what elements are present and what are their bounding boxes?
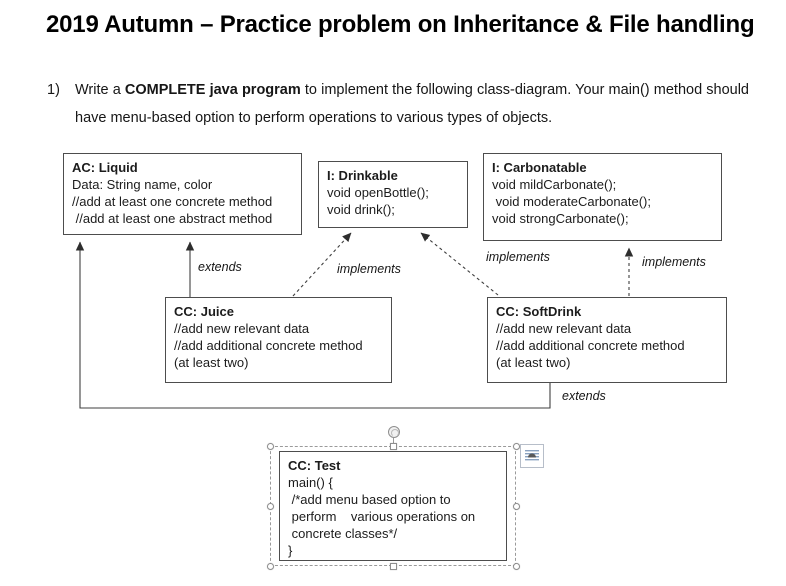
class-box-line: //add additional concrete method (496, 338, 685, 353)
selection-handle-bottom-center[interactable] (390, 563, 397, 570)
class-box-line: concrete classes*/ (288, 526, 398, 541)
extends-arrow-softdrink-liquid[interactable] (75, 241, 551, 409)
class-box-line: //add at least one concrete method (72, 194, 273, 209)
problem-number: 1) (47, 82, 60, 98)
class-box-line: //add at least one abstract method (72, 211, 273, 226)
rotation-handle-icon[interactable] (388, 426, 400, 438)
class-box-test[interactable]: CC: Test main() { /*add menu based optio… (279, 451, 507, 561)
class-box-carbonatable[interactable]: I: Carbonatable void mildCarbonate(); vo… (483, 153, 722, 241)
edge-label-implements: implements (337, 262, 401, 276)
class-box-title: CC: Juice (174, 304, 234, 319)
implements-arrow-juice-drinkable[interactable] (292, 232, 352, 297)
class-box-drinkable[interactable]: I: Drinkable void openBottle(); void dri… (318, 161, 468, 228)
class-box-line: void drink(); (327, 202, 395, 217)
class-box-liquid[interactable]: AC: Liquid Data: String name, color //ad… (63, 153, 302, 235)
edge-label-implements: implements (486, 250, 550, 264)
class-box-title: CC: Test (288, 458, 341, 473)
class-box-softdrink[interactable]: CC: SoftDrink //add new relevant data //… (487, 297, 727, 383)
problem-text-segment: to implement the following class-diagram… (75, 82, 749, 126)
problem-text-bold: COMPLETE java program (124, 82, 301, 98)
class-box-line: perform various operations on (288, 509, 476, 524)
problem-text: Write a COMPLETE java program to impleme… (75, 76, 749, 132)
class-box-line: void strongCarbonate(); (492, 211, 629, 226)
class-box-title: CC: SoftDrink (496, 304, 582, 319)
edge-label-extends: extends (562, 389, 606, 403)
problem-statement: 1) Write a COMPLETE java program to impl… (47, 76, 749, 132)
class-box-line: void moderateCarbonate(); (492, 194, 651, 209)
class-box-title: I: Drinkable (327, 168, 398, 183)
implements-arrow-softdrink-drinkable[interactable] (420, 232, 499, 296)
selection-handle-bottom-right[interactable] (513, 563, 520, 570)
class-box-line: //add new relevant data (496, 321, 632, 336)
class-box-title: I: Carbonatable (492, 160, 587, 175)
class-box-line: main() { (288, 475, 333, 490)
class-box-title: AC: Liquid (72, 160, 138, 175)
layout-options-icon (525, 450, 539, 461)
class-box-line: } (288, 543, 293, 558)
class-box-line: void openBottle(); (327, 185, 429, 200)
class-box-line: (at least two) (496, 355, 571, 370)
selection-handle-top-right[interactable] (513, 443, 520, 450)
class-box-line: /*add menu based option to (288, 492, 451, 507)
edge-label-implements: implements (642, 255, 706, 269)
class-box-line: (at least two) (174, 355, 249, 370)
selection-handle-bottom-left[interactable] (267, 563, 274, 570)
problem-text-segment: Write a (75, 82, 125, 98)
class-box-line: void mildCarbonate(); (492, 177, 617, 192)
layout-options-button[interactable] (520, 444, 544, 468)
class-box-juice[interactable]: CC: Juice //add new relevant data //add … (165, 297, 392, 383)
selection-handle-middle-right[interactable] (513, 503, 520, 510)
selection-handle-middle-left[interactable] (267, 503, 274, 510)
rotation-handle-stem (393, 438, 394, 447)
page-title: 2019 Autumn – Practice problem on Inheri… (46, 11, 755, 38)
class-box-line: //add new relevant data (174, 321, 310, 336)
edge-label-extends: extends (198, 260, 242, 274)
class-box-line: Data: String name, color (72, 177, 213, 192)
selection-handle-top-center[interactable] (390, 443, 397, 450)
class-box-line: //add additional concrete method (174, 338, 363, 353)
selection-handle-top-left[interactable] (267, 443, 274, 450)
